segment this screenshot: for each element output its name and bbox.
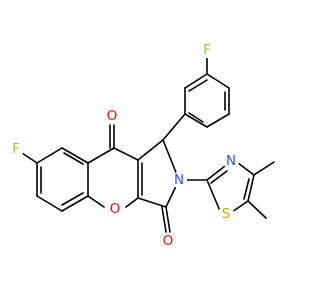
- atom-label-background: [107, 201, 123, 217]
- bond: [113, 147, 139, 161]
- atom-label-background: [171, 172, 187, 188]
- bond: [188, 79, 208, 92]
- bond: [206, 73, 230, 89]
- bond: [63, 152, 84, 165]
- bond: [247, 200, 267, 219]
- atom-label-f1: F: [203, 42, 211, 58]
- bond: [165, 206, 171, 233]
- bond-layer: [21, 56, 275, 233]
- bond: [237, 162, 255, 176]
- bond: [137, 139, 164, 161]
- atom-label-layer: F F O O O N N S: [8, 42, 239, 249]
- bond: [206, 113, 230, 128]
- bond: [61, 147, 89, 164]
- bond: [36, 195, 63, 212]
- atom-label-o-ring: O: [110, 201, 121, 217]
- bond: [253, 161, 275, 176]
- atom-label-s-thiazole: S: [222, 206, 231, 222]
- atom-label-background: [223, 153, 239, 169]
- bond: [36, 147, 63, 164]
- bond: [162, 113, 186, 141]
- bond: [184, 113, 208, 128]
- molecule-structure-diagram: F F O O O N N S: [8, 42, 275, 249]
- atom-label-f2: F: [12, 141, 20, 157]
- bond: [184, 73, 208, 89]
- atom-label-background: [218, 206, 234, 222]
- bond: [21, 152, 38, 164]
- bond: [188, 112, 204, 123]
- bond: [87, 147, 115, 164]
- atom-label-background: [8, 141, 24, 157]
- atom-label-background: [160, 233, 176, 249]
- atom-label-n-ring: N: [174, 172, 184, 188]
- bond: [206, 165, 226, 181]
- atom-label-background: [199, 42, 215, 58]
- bond: [210, 170, 228, 184]
- atom-label-o-keto-top: O: [107, 108, 118, 124]
- bond: [243, 178, 250, 200]
- atom-label-o-keto-bottom: O: [163, 233, 174, 249]
- bond: [206, 179, 221, 212]
- bond: [61, 195, 89, 212]
- bond: [87, 195, 105, 208]
- bond: [137, 197, 167, 208]
- atom-label-n-thiazole: N: [226, 153, 236, 169]
- atom-label-background: [104, 108, 120, 124]
- bond: [247, 174, 255, 202]
- bond: [161, 206, 167, 233]
- bond: [231, 200, 249, 213]
- bond: [125, 197, 139, 208]
- bond: [61, 192, 84, 206]
